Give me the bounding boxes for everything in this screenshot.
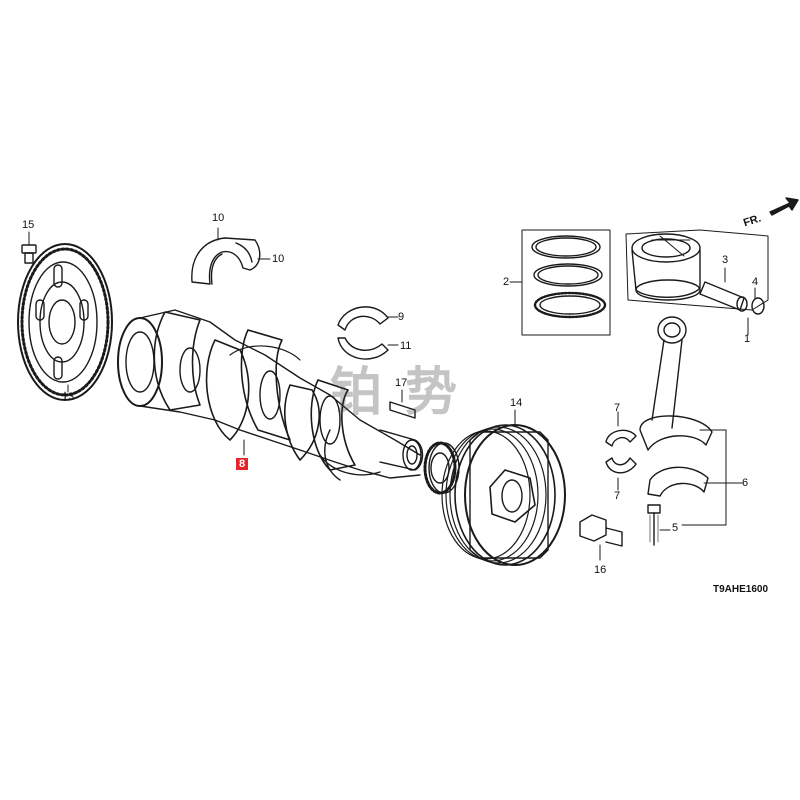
callout-11: 11 (400, 340, 412, 352)
front-direction-arrow-icon (769, 197, 799, 216)
callout-16: 16 (594, 564, 607, 576)
piston-pin-3 (699, 267, 748, 312)
diagram-code: T9AHE1600 (713, 584, 769, 595)
callout-2: 2 (503, 276, 510, 288)
callout-4: 4 (752, 276, 759, 288)
rod-bolt-5 (647, 504, 671, 546)
main-bearing-11 (337, 337, 399, 360)
woodruff-key-17 (389, 389, 416, 419)
bracket-6 (681, 429, 727, 526)
callout-6: 6 (742, 477, 749, 489)
callout-13: 13 (62, 391, 75, 403)
piston-rings (509, 229, 611, 336)
callout-10-side: 10 (272, 253, 285, 265)
callout-17: 17 (395, 377, 408, 389)
callout-7-top: 7 (614, 402, 621, 414)
callout-7-bottom: 7 (614, 490, 621, 502)
main-bearing-9 (337, 306, 399, 331)
piston-assembly (625, 229, 769, 311)
connecting-rod-cap (647, 466, 743, 497)
bolt-15 (21, 231, 37, 264)
callout-8: 8 (236, 458, 249, 470)
piston-pin-clip-4 (751, 287, 765, 315)
callout-14: 14 (510, 397, 523, 409)
callout-3: 3 (722, 254, 729, 266)
callout-1: 1 (744, 333, 751, 345)
crankshaft-pulley (441, 409, 566, 566)
callout-15: 15 (22, 219, 35, 231)
callout-9: 9 (398, 311, 405, 323)
watermark-char-1: 铂 (330, 362, 385, 423)
crankshaft (117, 309, 424, 481)
thrust-bearing-10 (191, 227, 271, 285)
watermark-char-2: 势 (405, 362, 460, 423)
callout-10-top: 10 (212, 212, 225, 224)
callout-5: 5 (672, 522, 679, 534)
reluctor-ring-gear (17, 243, 113, 401)
rod-bearing-7 (605, 411, 637, 491)
pulley-bolt-16 (579, 514, 623, 561)
